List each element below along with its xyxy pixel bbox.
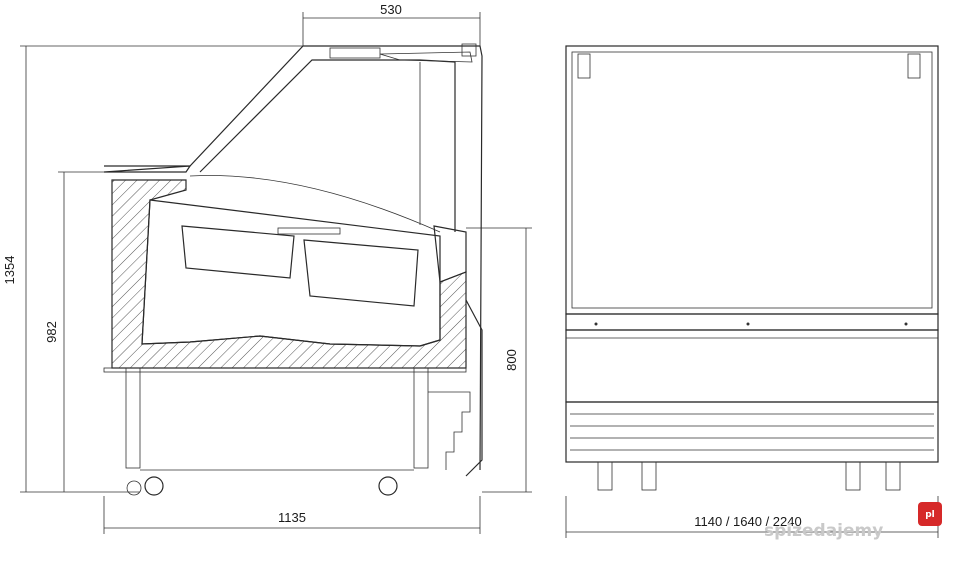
front-counter-rail <box>565 313 939 331</box>
right-leg-post <box>413 367 429 469</box>
side-outline-top <box>104 45 483 471</box>
hinge-block <box>329 47 381 59</box>
watermark-text: spizedajemy <box>764 521 883 541</box>
pan-left <box>181 225 295 279</box>
rear-panel <box>433 225 467 283</box>
rear-steps <box>428 391 471 470</box>
dim-label-530: 530 <box>380 2 402 17</box>
base-plate <box>103 367 467 373</box>
glass-front <box>199 59 456 232</box>
watermark-badge-text: pl <box>925 510 935 520</box>
front-foot-3 <box>845 461 861 491</box>
front-hinge-left <box>577 53 591 79</box>
dim-label-982: 982 <box>44 321 59 343</box>
watermark-badge <box>918 502 942 526</box>
front-view: 1140 / 1640 / 2240 <box>565 45 939 538</box>
pan-right <box>303 239 419 307</box>
front-foot-4 <box>885 461 901 491</box>
front-foot-2 <box>641 461 657 491</box>
dim-label-1135: 1135 <box>278 510 306 525</box>
front-base-grille <box>565 401 939 463</box>
glass-curve <box>189 175 441 233</box>
hinge-arm <box>379 51 473 63</box>
front-glass-inner <box>571 51 933 309</box>
front-panel <box>565 329 939 403</box>
dim-label-800: 800 <box>504 349 519 371</box>
side-wheel-front <box>144 476 164 496</box>
dim-label-1354: 1354 <box>2 256 17 285</box>
dim-label-lengths: 1140 / 1640 / 2240 <box>694 514 801 529</box>
side-view: 530 1354 982 800 1135 <box>2 2 532 534</box>
watermark: spizedajemy pl <box>764 502 942 541</box>
side-wheel-rear <box>378 476 398 496</box>
pan-divider <box>277 227 341 235</box>
side-wheel-front-2 <box>126 480 142 496</box>
side-top-lip <box>103 165 192 173</box>
front-hinge-right <box>907 53 921 79</box>
front-foot-1 <box>597 461 613 491</box>
left-leg-post <box>125 367 141 469</box>
hinge-cap <box>461 43 477 57</box>
rear-housing <box>465 299 483 477</box>
front-glass-frame <box>565 45 939 315</box>
inner-tub <box>141 199 441 347</box>
